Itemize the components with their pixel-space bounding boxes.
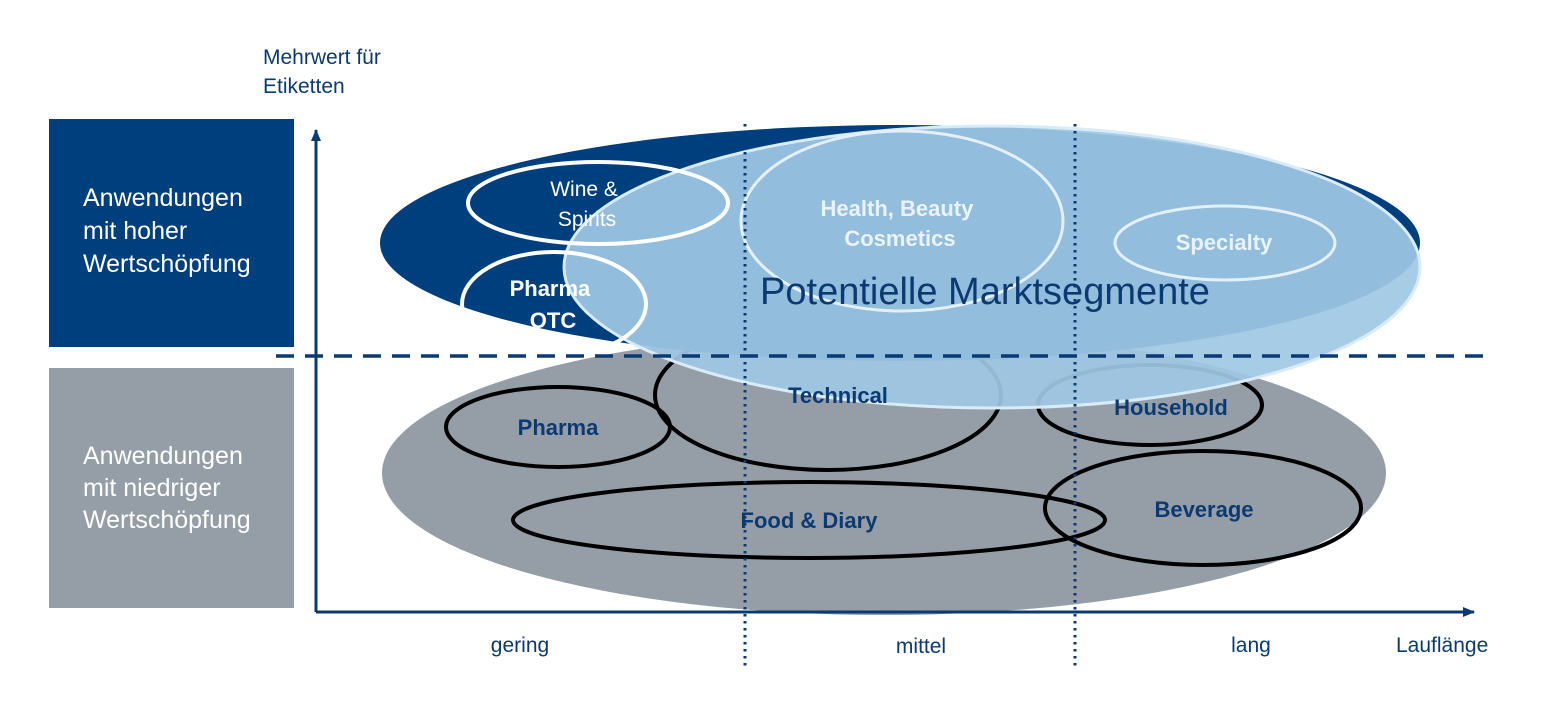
specialty-label: Specialty [1176,230,1273,255]
beverage-label: Beverage [1154,497,1253,522]
beverage-outline [1043,449,1363,567]
health-label: Health, Beauty Cosmetics [821,196,980,251]
health-outline [739,129,1065,313]
category-low-label: Anwendungen mit niedriger Wertschöpfung [83,442,251,534]
potential-segments-label: Potentielle Marktsegmente [760,271,1210,313]
category-high-label: Anwendungen mit hoher Wertschöpfung [83,184,251,278]
pharma-otc-label: Pharma OTC [510,276,597,333]
y-axis-title: Mehrwert für Etiketten [263,46,387,98]
wine-outline [466,160,730,246]
technical-label: Technical [788,383,888,408]
specialty-outline [1113,204,1337,282]
food-outline [511,480,1107,560]
household-label: Household [1114,395,1228,420]
pharma-label: Pharma [518,415,599,440]
x-tick-high: lang [1231,634,1271,657]
x-tick-mid: mittel [896,635,946,658]
x-axis-title: Lauflänge [1396,634,1488,657]
food-label: Food & Diary [741,508,879,533]
category-high-box [49,119,294,347]
wine-label: Wine & Spirits [550,178,624,231]
x-tick-low: gering [491,634,549,657]
low-value-region [382,331,1386,615]
potential-segments-region [562,124,1422,410]
category-low-box [49,368,294,608]
